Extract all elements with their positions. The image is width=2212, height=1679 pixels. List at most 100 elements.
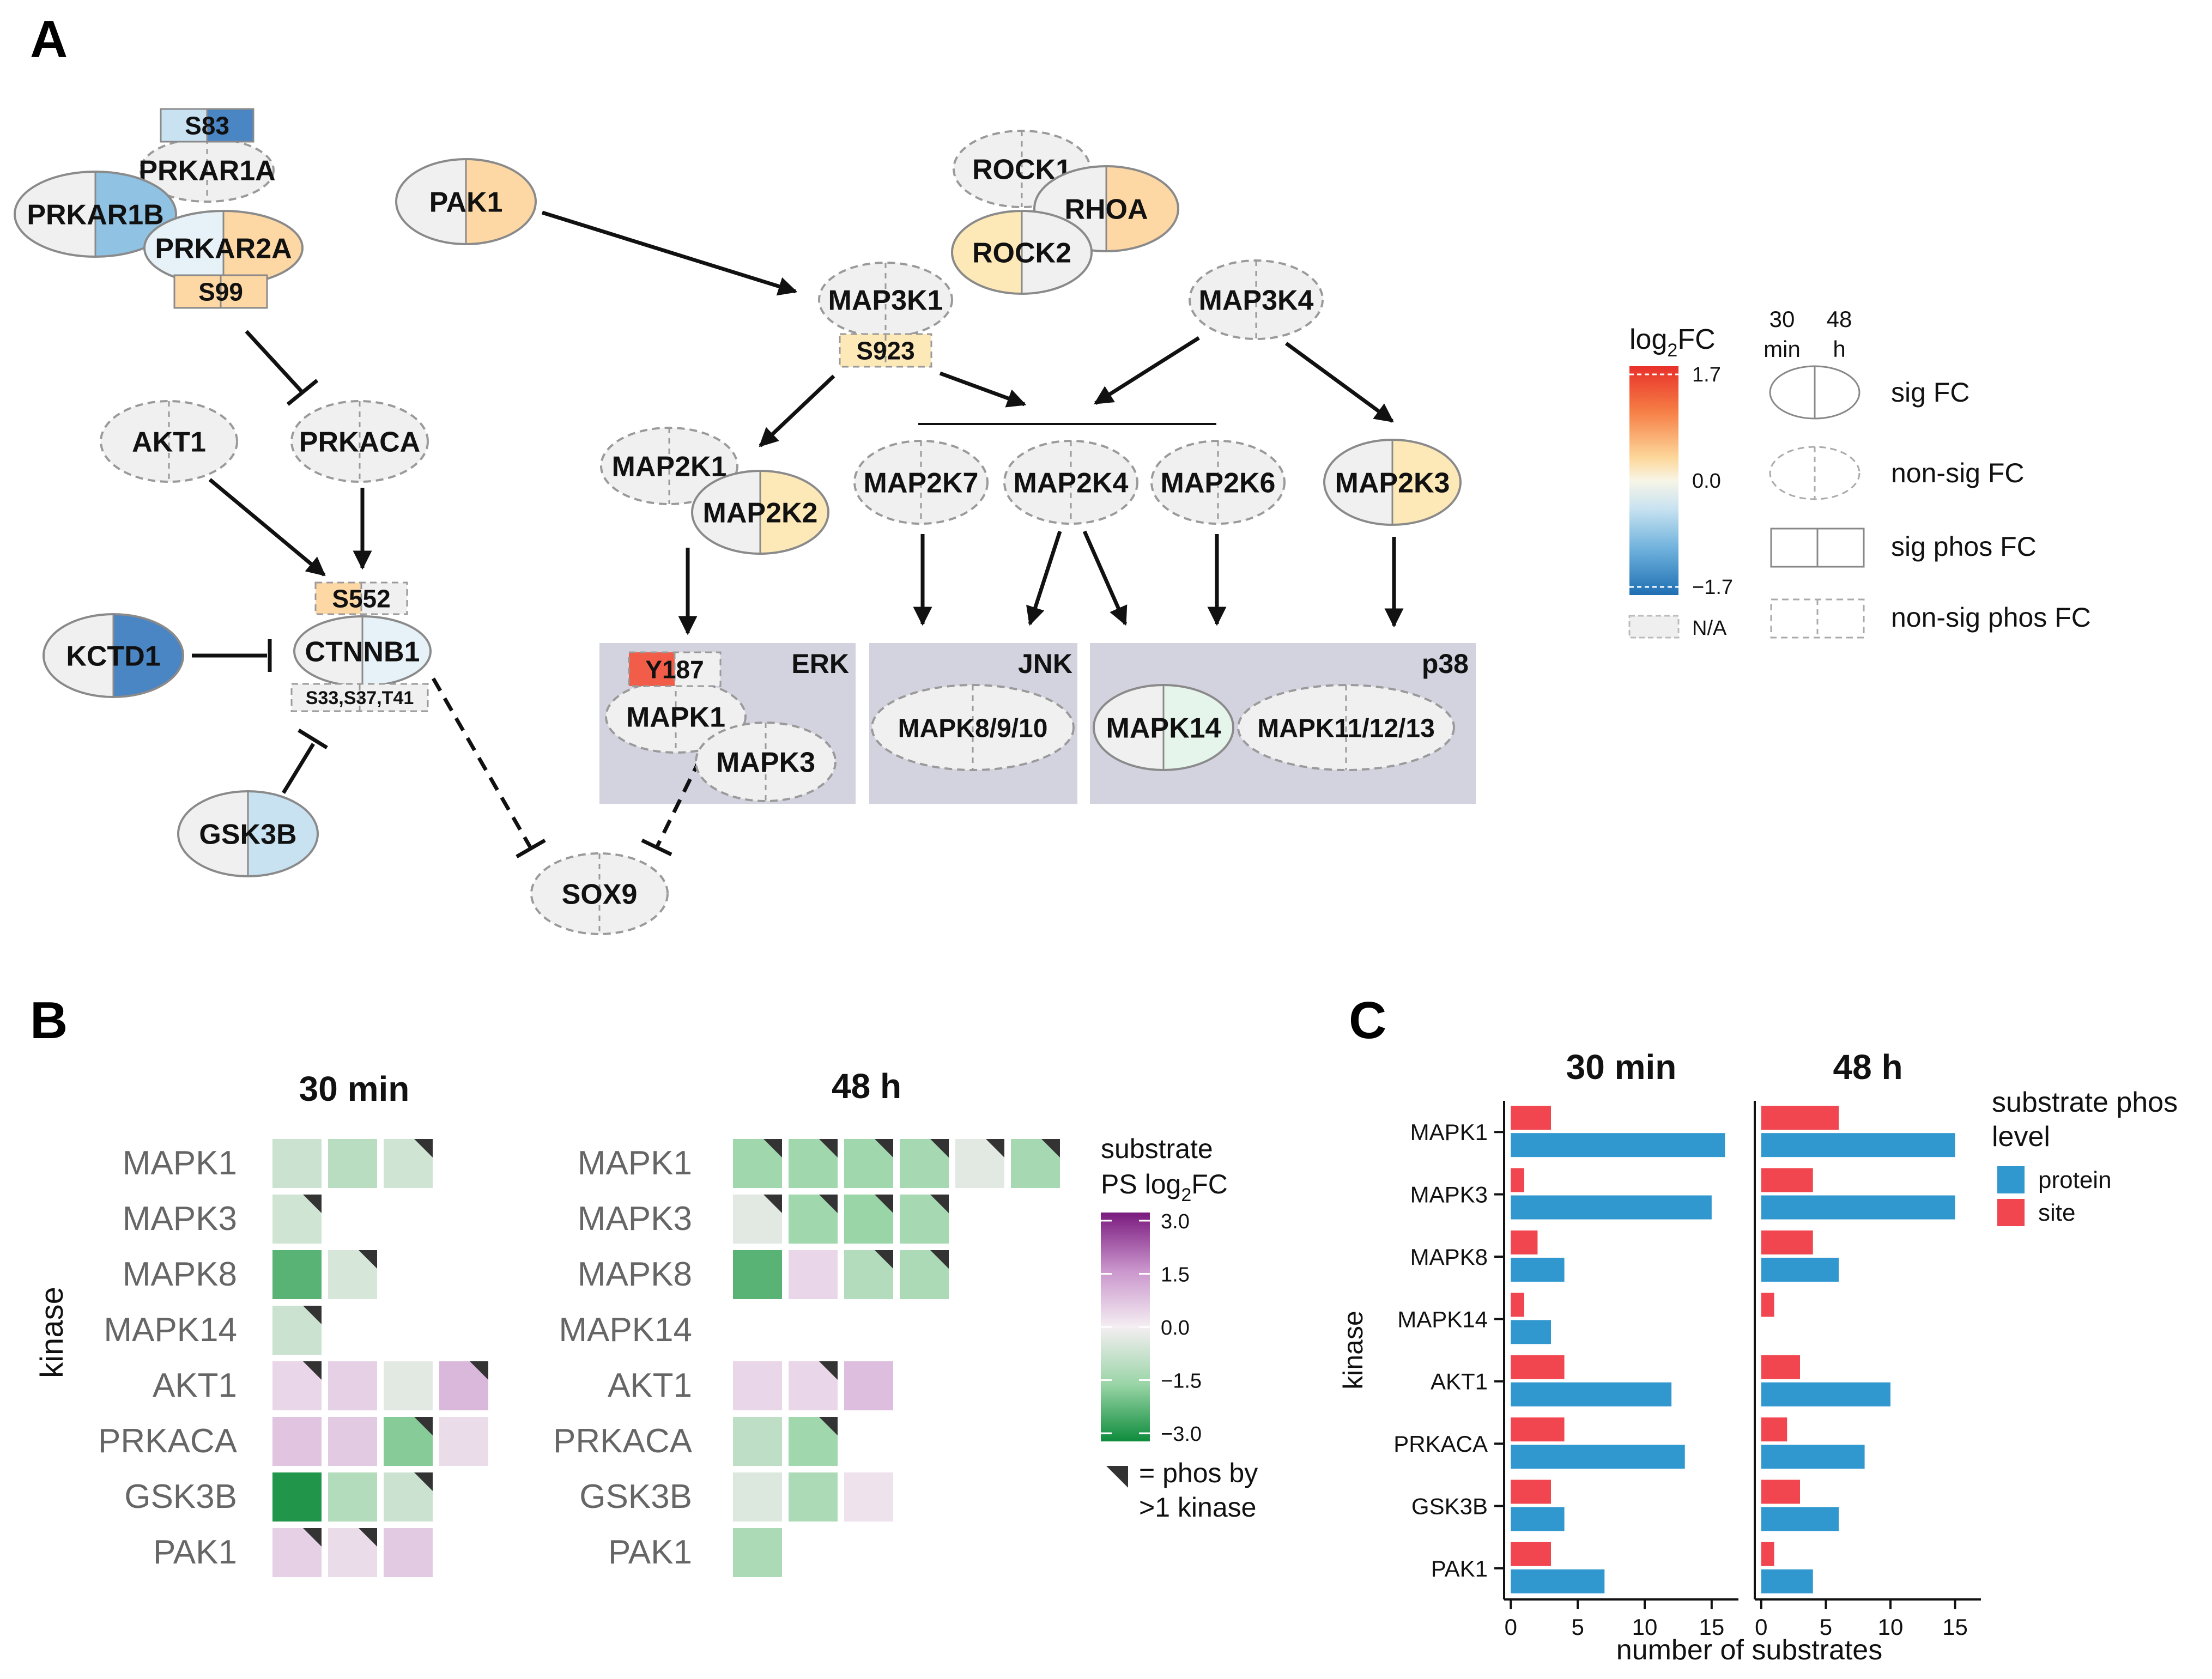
heatmap-cell [439,1417,488,1466]
bar-site [1761,1542,1774,1566]
bar-site [1511,1168,1524,1192]
heatmap-cell [844,1472,893,1522]
edge-ctnnb1-sox9-bar [516,838,546,859]
node-map2k7: MAP2K7 [853,440,989,525]
node-label-sox9: SOX9 [562,879,638,911]
node-map2k1: MAP2K1 [600,427,738,505]
site-s552: S552 [314,581,408,615]
bar-protein [1511,1133,1725,1157]
site-label-y187: Y187 [645,656,704,684]
multi-kinase-marker [303,1361,322,1380]
multi-kinase-marker-swatch [1106,1466,1128,1488]
node-label-mapk11-12-13: MAPK11/12/13 [1257,714,1435,743]
heatmap-kinase-label: PRKACA [98,1422,238,1460]
site-label-s923: S923 [856,337,914,365]
heatmap-kinase-label: PAK1 [608,1533,692,1571]
edge-mapk3-sox9-bar [641,838,672,857]
multi-kinase-marker [819,1139,838,1157]
heatmap-cell [272,1139,322,1188]
heatmap-kinase-label: GSK3B [124,1478,237,1516]
node-label-prkar2a: PRKAR2A [155,233,292,265]
bar-site [1511,1355,1565,1379]
bar-legend-protein: protein [2038,1167,2112,1193]
multi-kinase-marker [470,1361,488,1380]
node-map3k1: MAP3K1 [818,262,953,338]
bar-category-label: MAPK1 [1410,1119,1488,1145]
node-label-gsk3b: GSK3B [199,819,296,851]
bar-site [1761,1168,1813,1192]
col-30-top: 30 [1769,306,1795,332]
col-30-bottom: min [1763,336,1801,362]
ps-tick-label: 0.0 [1161,1317,1190,1339]
heatmap-kinase-label: AKT1 [153,1367,237,1404]
bar-site [1761,1355,1800,1379]
site-label-s83: S83 [185,112,229,140]
edge-mapk3-sox9 [654,757,702,848]
heatmap-cell [272,1417,322,1466]
site-s83: S83 [160,108,254,143]
edge-map3k1-jnkbranch [939,371,1027,408]
bar-legend-swatch-site [1997,1199,2025,1226]
ps-tick-label: −1.5 [1161,1370,1202,1393]
heatmap-legend: substrate PS log2FC 3.01.50.0−1.5−3.0 = … [1101,1134,1258,1523]
heatmap-cell [733,1472,782,1522]
bar-protein [1511,1507,1565,1531]
bar-site [1511,1293,1524,1317]
node-label-mapk14: MAPK14 [1106,713,1221,744]
panel-b-letter: B [30,991,68,1050]
node-ctnnb1: CTNNB1 [293,615,432,687]
edge-prkar-prkaca [245,330,304,394]
bar-facet-title: 30 min [1566,1047,1677,1087]
bar-category-label: PAK1 [1431,1556,1488,1581]
bar-x-tick-label: 0 [1505,1614,1517,1640]
multi-kinase-marker [763,1195,782,1213]
bar-x-tick-label: 10 [1878,1614,1904,1640]
multi-kinase-marker [930,1250,949,1269]
multi-kinase-marker [303,1195,322,1213]
multi-kinase-marker [414,1472,433,1491]
multi-kinase-marker [819,1417,838,1435]
node-label-prkaca: PRKACA [299,427,420,458]
bar-site [1761,1293,1774,1317]
heatmap-cell [789,1472,838,1522]
na-label: N/A [1692,617,1727,640]
node-label-map2k6: MAP2K6 [1161,468,1276,499]
nonsig-fc-label: non-sig FC [1891,458,2025,488]
heatmap-kinase-label: GSK3B [579,1478,692,1516]
site-y187: Y187 [628,651,722,687]
node-label-map2k7: MAP2K7 [864,468,979,499]
heatmap-cell [272,1250,322,1299]
bar-site [1511,1106,1551,1130]
node-gsk3b: GSK3B [177,790,319,877]
na-swatch [1628,615,1680,639]
heatmap-kinase-label: MAPK8 [578,1256,692,1293]
multi-kinase-marker [875,1250,893,1269]
heatmap-cell [384,1361,433,1410]
multi-kinase-marker [414,1417,433,1435]
bar-x-tick-label: 5 [1571,1614,1584,1640]
bar-protein [1761,1445,1865,1469]
node-label-prkar1a: PRKAR1A [138,155,275,187]
edge-map2k4-p38 [1082,530,1128,626]
multi-kinase-marker [819,1361,838,1380]
node-label-mapk3: MAPK3 [716,747,815,779]
bar-category-label: MAPK14 [1397,1306,1488,1332]
nonsig-phos-label: non-sig phos FC [1891,602,2091,633]
bar-x-tick-label: 15 [1699,1614,1724,1640]
bar-y-axis-label: kinase [1338,1311,1368,1390]
site-label-s99: S99 [198,278,243,306]
multi-kinase-marker [1041,1139,1060,1157]
node-mapk14: MAPK14 [1093,684,1234,771]
node-label-map3k4: MAP3K4 [1199,285,1314,317]
bar-site [1511,1480,1551,1504]
multi-kinase-marker [359,1528,377,1547]
bar-site [1511,1542,1551,1566]
node-label-mapk8-9-10: MAPK8/9/10 [898,714,1048,743]
sig-phos-label: sig phos FC [1891,531,2037,562]
bar-legend-site: site [2038,1199,2075,1226]
heatmap-kinase-label: MAPK1 [578,1144,692,1182]
bar-site [1761,1106,1839,1130]
multi-kinase-marker [414,1139,433,1157]
node-label-map2k4: MAP2K4 [1014,468,1129,499]
